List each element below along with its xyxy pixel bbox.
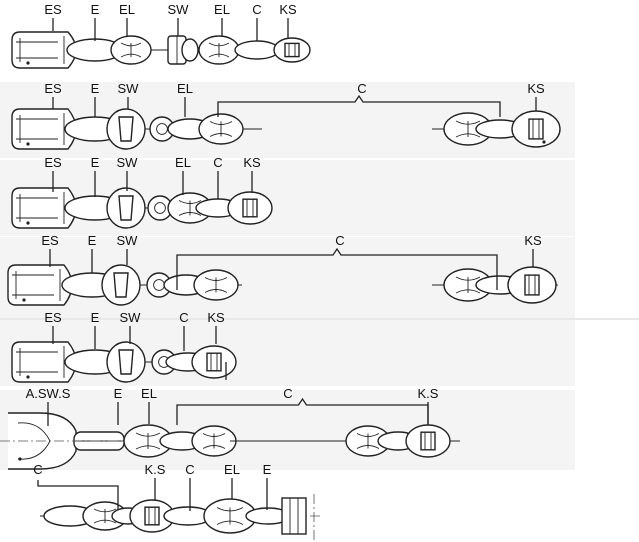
swivel-eye [118, 195, 134, 221]
part-label: E [91, 155, 100, 170]
shackle-pin-dot [26, 221, 30, 225]
part-label: ES [44, 2, 62, 17]
part-label: E [91, 310, 100, 325]
part-label: EL [175, 155, 191, 170]
swivel-eye [118, 116, 134, 142]
shackle-pin-dot [26, 61, 30, 65]
leader-line [37, 480, 119, 510]
row-backgrounds [0, 82, 639, 470]
shackle-pin-dot [22, 298, 26, 302]
leader-lines [37, 18, 537, 511]
chain-link [181, 38, 199, 62]
length-bracket [176, 397, 429, 425]
part-label: E [263, 462, 272, 477]
swivel-eye [118, 349, 134, 375]
part-label: SW [168, 2, 190, 17]
shackle-pin-dot [26, 375, 30, 379]
part-label: KS [243, 155, 261, 170]
shackle-pin [144, 506, 160, 526]
pin-dot [18, 457, 22, 461]
part-label: E [91, 81, 100, 96]
part-label: E [91, 2, 100, 17]
part-label: C [185, 462, 194, 477]
swivel-ring-inner [154, 202, 166, 214]
part-label: KS [207, 310, 225, 325]
part-label: A.SW.S [26, 386, 71, 401]
part-label: EL [224, 462, 240, 477]
shackle-pin [524, 274, 540, 296]
row-band [0, 318, 639, 320]
part-label: C [213, 155, 222, 170]
part-label: ES [44, 155, 62, 170]
row-band [0, 390, 575, 470]
part-label: ES [41, 233, 59, 248]
part-label: K.S [418, 386, 439, 401]
part-label: ES [44, 81, 62, 96]
part-label: EL [214, 2, 230, 17]
chain-link [234, 40, 280, 60]
part-label: SW [117, 155, 139, 170]
shackle-pin [242, 198, 258, 218]
part-label: C [335, 233, 344, 248]
part-label: EL [177, 81, 193, 96]
length-bracket [176, 247, 498, 290]
part-label: ES [44, 310, 62, 325]
end-fitting [281, 497, 307, 535]
part-label: C [179, 310, 188, 325]
part-label: E [88, 233, 97, 248]
shackle-pin [420, 431, 436, 451]
part-label: EL [119, 2, 135, 17]
part-label: C [33, 462, 42, 477]
shackle-pin-dot [26, 142, 30, 146]
part-label: C [252, 2, 261, 17]
pin-dot [542, 140, 546, 144]
length-bracket [217, 94, 501, 117]
part-label: KS [527, 81, 545, 96]
swivel-eye [113, 272, 129, 298]
shackle-pin [206, 352, 222, 372]
part-label: EL [141, 386, 157, 401]
part-label: SW [117, 233, 139, 248]
chain-parts [0, 31, 561, 540]
part-label: C [357, 81, 366, 96]
part-label: KS [279, 2, 297, 17]
part-label: KS [524, 233, 542, 248]
part-labels: ES E EL SW EL C KS ES E SW EL C KS ES E SW EL C KS ES E SW C KS… [26, 2, 545, 477]
part-label: C [283, 386, 292, 401]
part-label: SW [120, 310, 142, 325]
part-label: K.S [145, 462, 166, 477]
row-band [0, 310, 575, 386]
shackle-pin [284, 42, 300, 58]
shackle-pin [528, 118, 544, 140]
part-label: E [114, 386, 123, 401]
part-label: SW [118, 81, 140, 96]
